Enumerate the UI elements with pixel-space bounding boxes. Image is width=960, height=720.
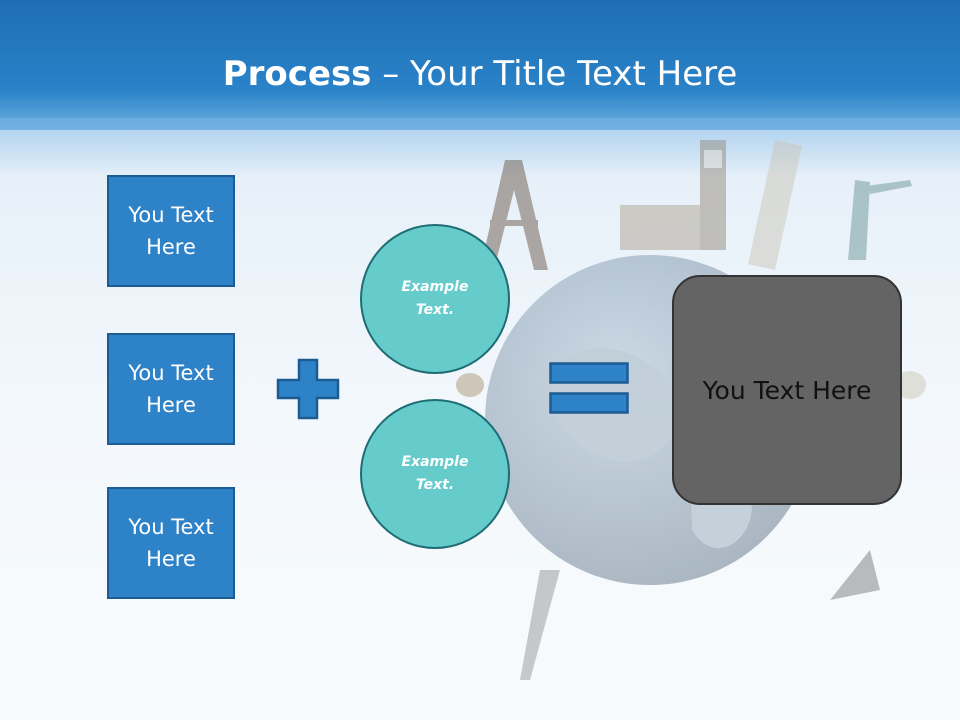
text-box-2: You Text Here <box>107 333 235 445</box>
title-bold: Process <box>222 54 372 94</box>
plus-icon <box>276 358 340 420</box>
example-circle-2: Example Text. <box>360 399 510 549</box>
result-box: You Text Here <box>672 275 902 505</box>
text-box-label: You Text Here <box>128 515 214 571</box>
text-box-label: You Text Here <box>128 203 214 259</box>
example-circle-1: Example Text. <box>360 224 510 374</box>
title-rest: – Your Title Text Here <box>371 54 738 94</box>
text-box-3: You Text Here <box>107 487 235 599</box>
slide-title: Process – Your Title Text Here <box>0 52 960 96</box>
text-box-label: You Text Here <box>128 361 214 417</box>
text-box-1: You Text Here <box>107 175 235 287</box>
result-label: You Text Here <box>702 375 872 405</box>
circle-label: Example Text. <box>401 279 469 318</box>
header-bar <box>0 0 960 130</box>
header-fade <box>0 118 960 178</box>
equals-icon <box>549 362 629 414</box>
circle-label: Example Text. <box>401 454 469 493</box>
